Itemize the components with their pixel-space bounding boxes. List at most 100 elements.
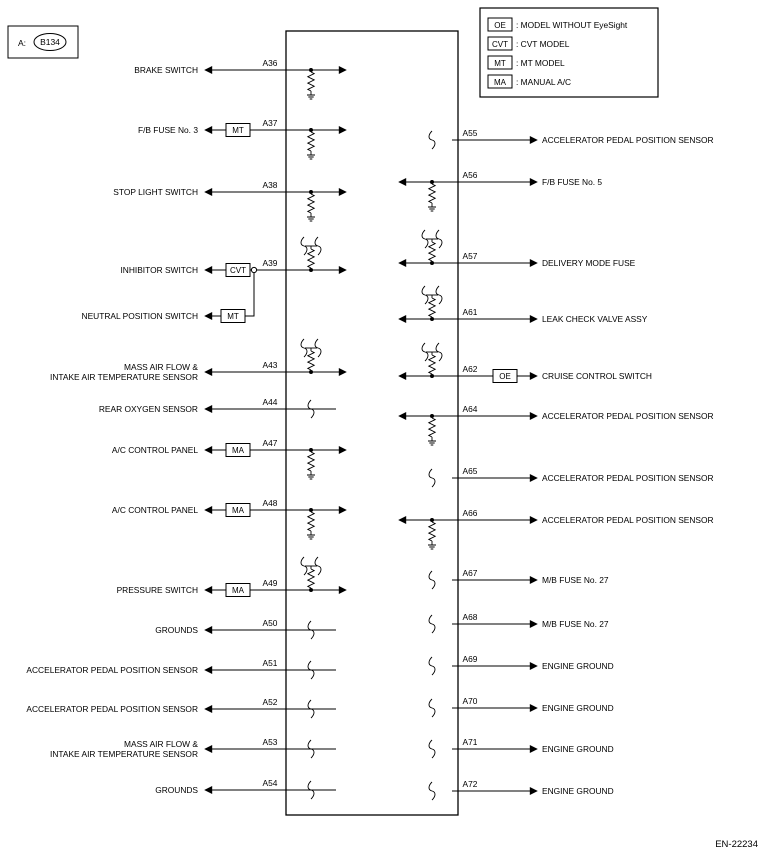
left-circuit: GROUNDS A50 [155, 618, 336, 640]
shielded-break-symbol [300, 236, 308, 256]
shielded-break-symbol [307, 780, 315, 800]
circuit-label: MASS AIR FLOW & [124, 739, 198, 749]
pin-number: A43 [263, 360, 278, 370]
pin-number: A52 [263, 697, 278, 707]
shielded-break-symbol [307, 399, 315, 419]
pin-number: A65 [463, 466, 478, 476]
model-tag-box [225, 263, 251, 277]
shielded-break-symbol [428, 614, 436, 634]
pin-number: A50 [263, 618, 278, 628]
pin-number: A38 [263, 180, 278, 190]
resistor-symbol [306, 568, 316, 589]
shielded-break-symbol [428, 698, 436, 718]
circuit-label: A/C CONTROL PANEL [112, 505, 198, 515]
junction-dot [309, 190, 313, 194]
model-tag: MT [232, 126, 244, 135]
resistor-symbol [306, 350, 316, 371]
junction-dot [430, 261, 434, 265]
circuit-label: A/C CONTROL PANEL [112, 445, 198, 455]
legend-code: MT [494, 59, 506, 68]
resistor-symbol [427, 241, 437, 262]
connector-id: B134 [40, 37, 60, 47]
figure-code: EN-22234 [715, 839, 758, 850]
left-circuit: STOP LIGHT SWITCH A38 [113, 180, 347, 222]
pin-number: A47 [263, 438, 278, 448]
shielded-break-symbol [428, 570, 436, 590]
circuit-label: INTAKE AIR TEMPERATURE SENSOR [50, 372, 198, 382]
model-tag-box [492, 369, 518, 383]
shielded-break-symbol [307, 620, 315, 640]
legend-code: CVT [492, 40, 508, 49]
pin-number: A36 [263, 58, 278, 68]
junction-dot [309, 508, 313, 512]
shielded-break-symbol [421, 229, 429, 249]
circuit-label: BRAKE SWITCH [134, 65, 198, 75]
right-circuit: ENGINE GROUND A70 [428, 696, 614, 718]
resistor-symbol [427, 183, 437, 204]
circuit-label: MASS AIR FLOW & [124, 362, 198, 372]
pin-number: A72 [463, 779, 478, 789]
model-tag-box [225, 123, 251, 137]
pin-number: A70 [463, 696, 478, 706]
circuit-label: REAR OXYGEN SENSOR [99, 404, 198, 414]
legend-item-oe: OE : MODEL WITHOUT EyeSight [487, 17, 628, 32]
junction-dot [309, 588, 313, 592]
circuit-label: F/B FUSE No. 5 [542, 177, 602, 187]
junction-dot [430, 414, 434, 418]
resistor-symbol [306, 451, 316, 472]
circuit-label: ENGINE GROUND [542, 703, 614, 713]
resistor-symbol [427, 354, 437, 375]
pin-number: A56 [463, 170, 478, 180]
circuit-label: INHIBITOR SWITCH [120, 265, 198, 275]
shielded-break-symbol [307, 699, 315, 719]
circuit-label: DELIVERY MODE FUSE [542, 258, 636, 268]
pin-number: A71 [463, 737, 478, 747]
circuit-label: STOP LIGHT SWITCH [113, 187, 198, 197]
model-tag-box [225, 583, 251, 597]
legend-box: OE : MODEL WITHOUT EyeSight CVT : CVT MO… [479, 7, 659, 98]
junction-dot [430, 518, 434, 522]
shielded-break-symbol [421, 285, 429, 305]
resistor-symbol [306, 71, 316, 92]
junction-dot [309, 448, 313, 452]
circuit-label: ACCELERATOR PEDAL POSITION SENSOR [542, 515, 714, 525]
model-tag-box [220, 309, 246, 323]
circuit-label: INTAKE AIR TEMPERATURE SENSOR [50, 749, 198, 759]
pin-number: A53 [263, 737, 278, 747]
circuit-label: ENGINE GROUND [542, 786, 614, 796]
model-tag-box [225, 503, 251, 517]
circuit-label: ACCELERATOR PEDAL POSITION SENSOR [542, 473, 714, 483]
legend-item-cvt: CVT : CVT MODEL [487, 36, 570, 51]
shielded-break-symbol [314, 236, 322, 256]
circuit-label: ACCELERATOR PEDAL POSITION SENSOR [26, 665, 198, 675]
shielded-break-symbol [435, 229, 443, 249]
resistor-symbol [306, 248, 316, 269]
circuit-label: GROUNDS [155, 625, 198, 635]
left-circuit: MASS AIR FLOW &INTAKE AIR TEMPERATURE SE… [50, 338, 347, 382]
shielded-break-symbol [428, 739, 436, 759]
circuit-label: F/B FUSE No. 3 [138, 125, 198, 135]
resistor-symbol [306, 193, 316, 214]
resistor-symbol [306, 131, 316, 152]
shielded-break-symbol [307, 660, 315, 680]
model-tag: OE [499, 372, 511, 381]
shielded-break-symbol [300, 556, 308, 576]
connector-prefix: A: [18, 38, 26, 48]
pin-number: A48 [263, 498, 278, 508]
shielded-break-symbol [314, 338, 322, 358]
resistor-symbol [427, 521, 437, 542]
